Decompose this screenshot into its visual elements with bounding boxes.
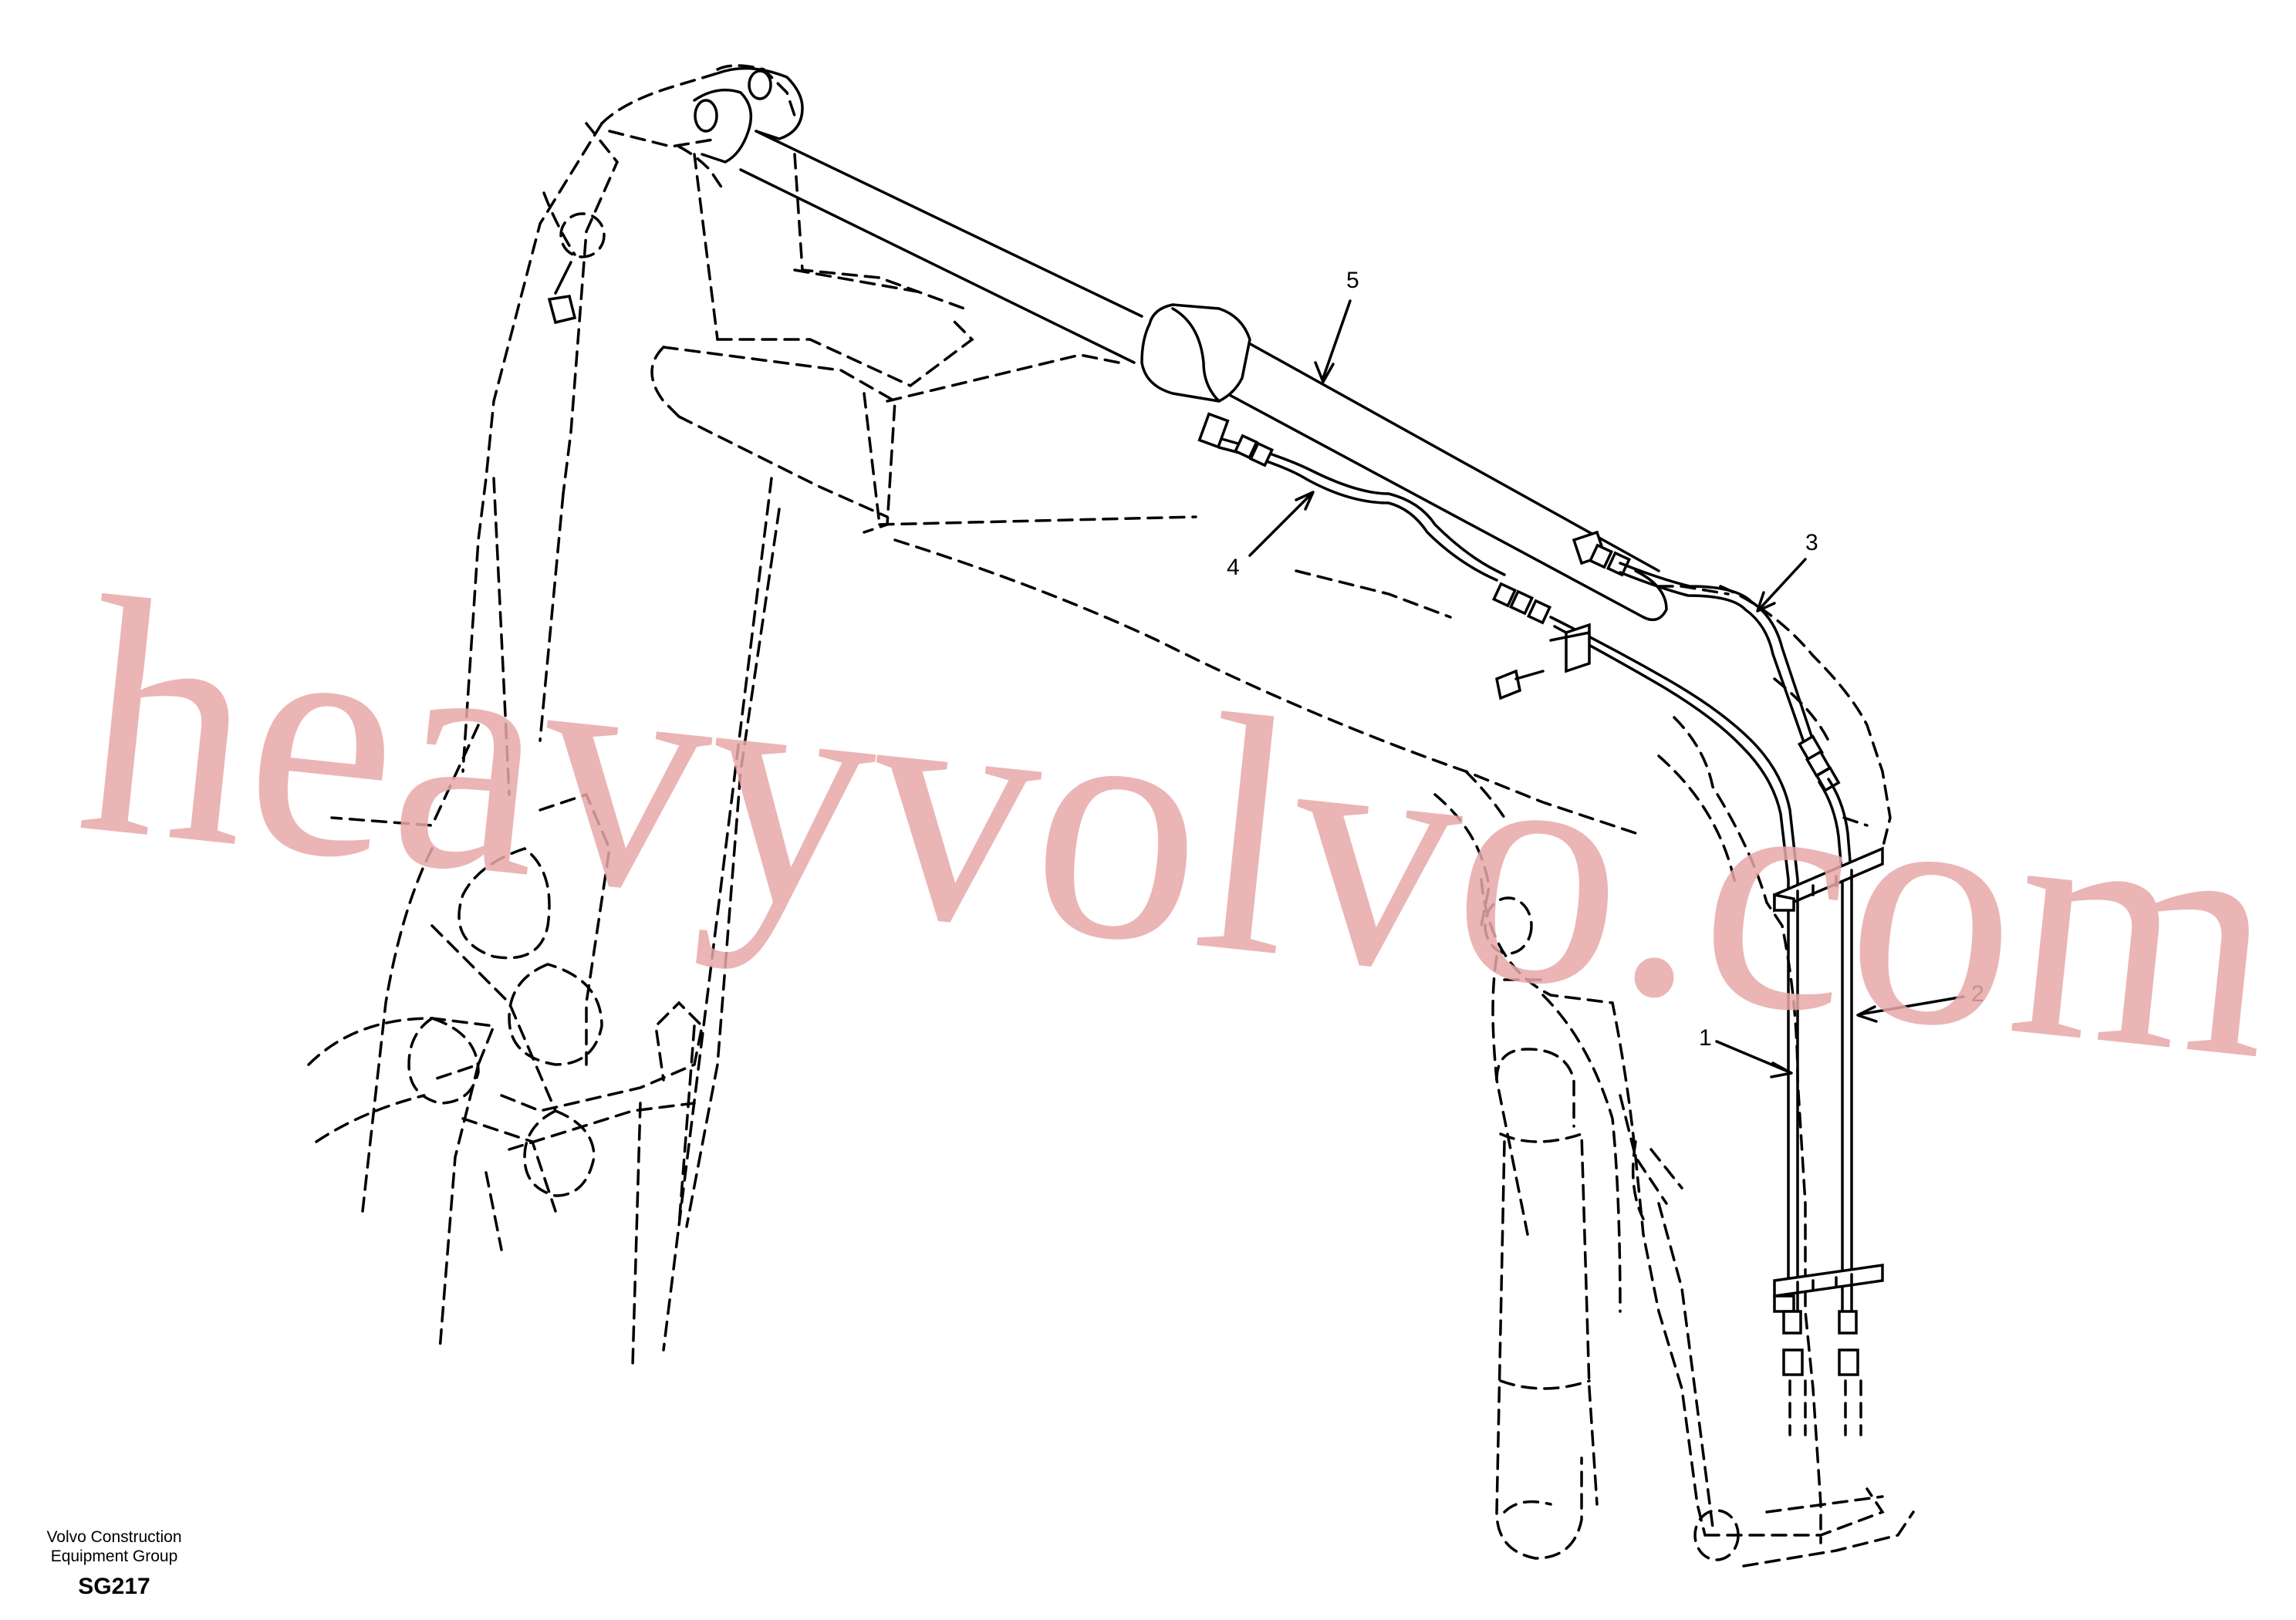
left-linkage-outline — [307, 122, 704, 1367]
boom-outline — [600, 64, 1892, 1544]
watermark-text: heavyvolvo.com — [66, 527, 2292, 1130]
caption-company-line2: Equipment Group — [50, 1547, 178, 1565]
drawing-code: SG217 — [78, 1574, 150, 1599]
callout-label-1: 1 — [1699, 1025, 1712, 1051]
boom-cylinder-tube — [693, 66, 1668, 622]
hoses — [1197, 412, 1853, 1313]
callout-label-4: 4 — [1227, 555, 1240, 580]
callout-4: 4 — [1227, 491, 1315, 580]
callout-label-3: 3 — [1805, 530, 1818, 555]
left-cylinder-eye — [547, 212, 606, 325]
callout-3: 3 — [1756, 530, 1818, 613]
callout-label-2: 2 — [1971, 981, 1984, 1007]
bottom-fittings — [1782, 1310, 1862, 1436]
boom-pivots — [1484, 896, 1915, 1568]
arm-cylinder — [1495, 1048, 1599, 1560]
caption-company-line1: Volvo Construction — [46, 1528, 182, 1546]
callout-5: 5 — [1314, 268, 1359, 383]
drawing-caption: Volvo Construction Equipment Group SG217 — [37, 1527, 191, 1600]
callout-label-5: 5 — [1346, 268, 1359, 293]
callout-2: 2 — [1856, 981, 1984, 1023]
callout-1: 1 — [1699, 1025, 1793, 1078]
pipe-clamps — [1494, 623, 1884, 1313]
